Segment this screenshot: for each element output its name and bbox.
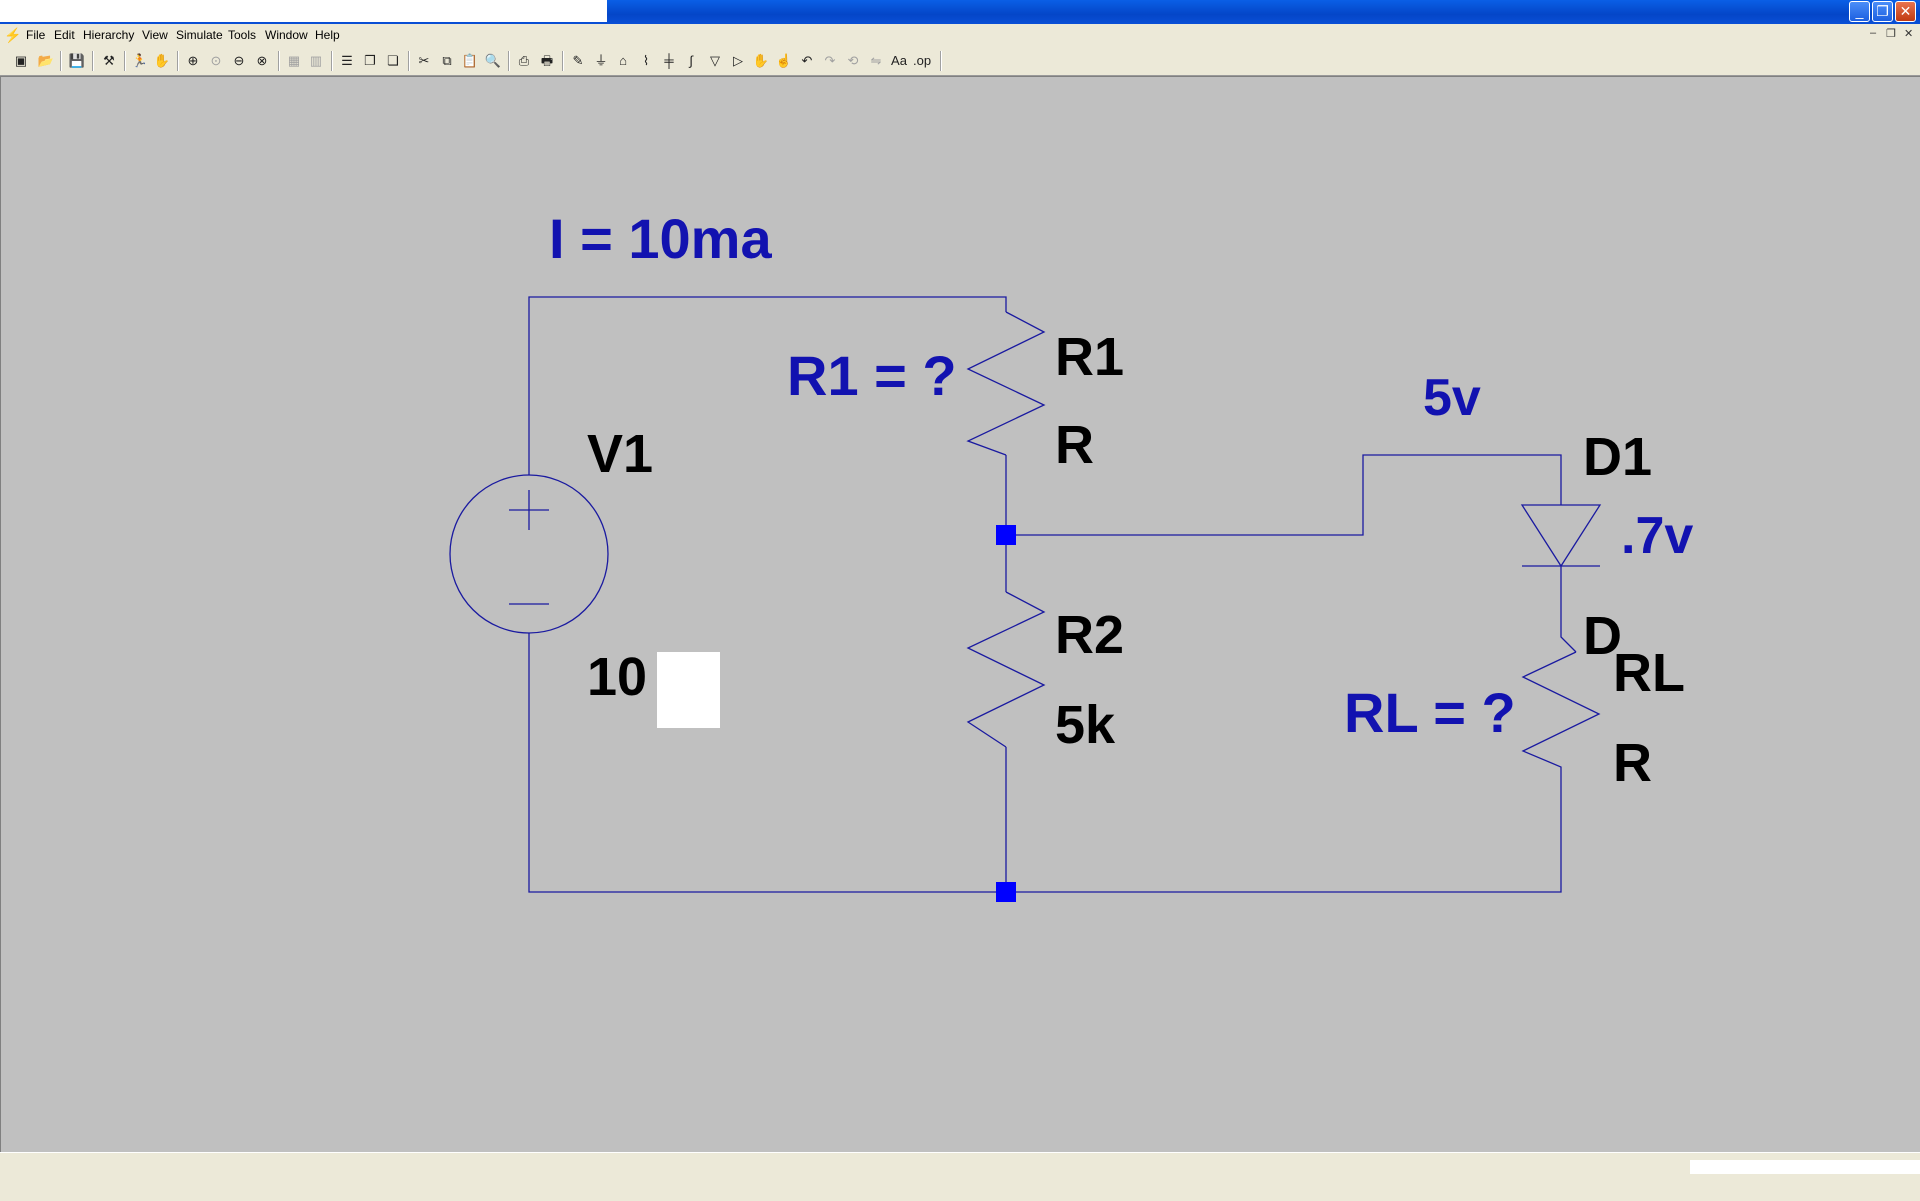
label-net-icon[interactable]: ⌂ xyxy=(619,53,627,68)
r1-resistor[interactable] xyxy=(966,311,1046,456)
menu-hierarchy[interactable]: Hierarchy xyxy=(83,28,135,42)
toolbar-separator xyxy=(92,51,94,71)
mdi-restore-button[interactable]: ❐ xyxy=(1886,28,1896,40)
toolbar-separator xyxy=(177,51,179,71)
window-title xyxy=(0,0,607,22)
component-icon[interactable]: ▷ xyxy=(733,53,743,68)
close-button[interactable]: ✕ xyxy=(1895,1,1916,22)
toolbar-separator xyxy=(940,51,942,71)
toolbar-separator xyxy=(508,51,510,71)
wire-bottom[interactable] xyxy=(528,633,1562,893)
move-icon[interactable]: ✋ xyxy=(752,53,770,68)
run-icon[interactable]: 🏃 xyxy=(131,53,149,68)
zoom-pan-icon[interactable]: ⊙ xyxy=(210,53,222,68)
diode-drop-annotation[interactable]: .7v xyxy=(1621,507,1693,565)
restore-button[interactable]: ❐ xyxy=(1872,1,1893,22)
spice-directive-icon[interactable]: .op xyxy=(913,53,932,68)
rl-name-label[interactable]: RL xyxy=(1613,643,1685,703)
menu-window[interactable]: Window xyxy=(265,28,308,42)
schematic-drawing: I = 10ma R1 = ? 5v .7v RL = ? V1 10 v R1… xyxy=(449,207,1693,902)
r2-name-label[interactable]: R2 xyxy=(1055,605,1124,665)
v1-source[interactable] xyxy=(449,474,609,634)
menu-help[interactable]: Help xyxy=(315,28,340,42)
wire-node-diode[interactable] xyxy=(1006,454,1562,536)
menu-edit[interactable]: Edit xyxy=(54,28,75,42)
toolbar-separator xyxy=(331,51,333,71)
copy-icon[interactable]: ⧉ xyxy=(442,53,452,68)
text-icon[interactable]: Aa xyxy=(891,53,907,68)
toolbar-separator xyxy=(408,51,410,71)
wire-diode-rl[interactable] xyxy=(1560,566,1577,653)
title-bar: _ ❐ ✕ xyxy=(0,0,1920,24)
tile-vertical-icon[interactable]: ▥ xyxy=(309,53,323,68)
minimize-button[interactable]: _ xyxy=(1849,1,1870,22)
inductor-icon[interactable]: ∫ xyxy=(689,53,693,68)
toolbar-separator xyxy=(278,51,280,71)
rl-question-annotation[interactable]: RL = ? xyxy=(1344,681,1516,744)
print-setup-icon[interactable]: ⎙ xyxy=(518,53,530,68)
menu-bar: ⚡ File Edit Hierarchy View Simulate Tool… xyxy=(0,24,1920,46)
drag-icon[interactable]: ☝ xyxy=(775,53,793,68)
mirror-icon[interactable]: ⇋ xyxy=(870,53,882,68)
r2-resistor[interactable] xyxy=(966,591,1046,748)
r1-value-label[interactable]: R xyxy=(1055,415,1094,475)
control-panel-icon[interactable]: ⚒ xyxy=(103,53,115,68)
wires xyxy=(528,296,1577,893)
find-icon[interactable]: 🔍 xyxy=(484,53,502,68)
menu-tools[interactable]: Tools xyxy=(228,28,257,42)
zoom-fit-icon[interactable]: ⊗ xyxy=(256,53,268,68)
junction-node[interactable] xyxy=(996,525,1016,545)
rl-resistor[interactable] xyxy=(1521,651,1601,792)
halt-icon[interactable]: ✋ xyxy=(153,53,171,68)
schematic-canvas[interactable]: I = 10ma R1 = ? 5v .7v RL = ? V1 10 v R1… xyxy=(0,76,1920,1152)
capacitor-icon[interactable]: ╪ xyxy=(664,53,674,68)
v1-name-label[interactable]: V1 xyxy=(587,424,653,484)
mdi-minimize-button[interactable]: – xyxy=(1870,27,1877,39)
resistor-icon[interactable]: ⌇ xyxy=(642,53,650,68)
autorange-icon[interactable]: ▦ xyxy=(287,53,301,68)
menu-view[interactable]: View xyxy=(142,28,168,42)
d1-name-label[interactable]: D1 xyxy=(1583,427,1652,487)
blank-overlay xyxy=(657,652,720,728)
tile-horizontal-icon[interactable]: ☰ xyxy=(341,53,353,68)
diode-icon[interactable]: ▽ xyxy=(710,53,720,68)
menu-simulate[interactable]: Simulate xyxy=(176,28,223,42)
ground-icon[interactable]: ⏚ xyxy=(594,53,608,68)
node-voltage-annotation[interactable]: 5v xyxy=(1423,369,1481,427)
junction-ground[interactable] xyxy=(996,882,1016,902)
paste-icon[interactable]: 📋 xyxy=(461,53,479,68)
status-bar xyxy=(0,1152,1920,1201)
wire-top[interactable] xyxy=(528,296,1007,475)
new-schematic-icon[interactable]: ▣ xyxy=(14,53,28,68)
zoom-out-icon[interactable]: ⊖ xyxy=(233,53,245,68)
save-icon[interactable]: 💾 xyxy=(68,53,86,68)
rl-value-label[interactable]: R xyxy=(1613,733,1652,793)
undo-icon[interactable]: ↶ xyxy=(801,53,813,68)
status-field xyxy=(1690,1160,1920,1174)
d1-value-label[interactable]: D xyxy=(1583,606,1622,666)
zoom-in-icon[interactable]: ⊕ xyxy=(187,53,199,68)
cascade-icon[interactable]: ❐ xyxy=(364,53,376,68)
d1-diode[interactable] xyxy=(1520,504,1602,568)
r1-name-label[interactable]: R1 xyxy=(1055,327,1124,387)
menu-file[interactable]: File xyxy=(26,28,46,42)
toolbar-separator xyxy=(60,51,62,71)
open-icon[interactable]: 📂 xyxy=(37,53,55,68)
cut-icon[interactable]: ✂ xyxy=(418,53,430,68)
print-icon[interactable]: 🖶 xyxy=(540,53,554,68)
r1-question-annotation[interactable]: R1 = ? xyxy=(787,344,957,407)
app-icon[interactable]: ⚡ xyxy=(4,27,22,43)
rotate-icon[interactable]: ⟲ xyxy=(847,53,859,68)
cascade-icon[interactable]: ❏ xyxy=(387,53,399,68)
toolbar-separator xyxy=(562,51,564,71)
r2-value-label[interactable]: 5k xyxy=(1055,695,1116,755)
redo-icon[interactable]: ↷ xyxy=(824,53,836,68)
mdi-close-button[interactable]: ✕ xyxy=(1904,28,1914,40)
toolbar: ▣ 📂 💾 ⚒ 🏃 ✋ ⊕ ⊙ ⊖ ⊗ ▦ ▥ ☰ ❐ ❏ ✂ ⧉ 📋 🔍 ⎙ … xyxy=(0,46,1920,76)
toolbar-separator xyxy=(124,51,126,71)
v1-value-label[interactable]: 10 xyxy=(587,647,647,707)
current-annotation[interactable]: I = 10ma xyxy=(549,207,772,270)
wire-icon[interactable]: ✎ xyxy=(572,53,584,68)
